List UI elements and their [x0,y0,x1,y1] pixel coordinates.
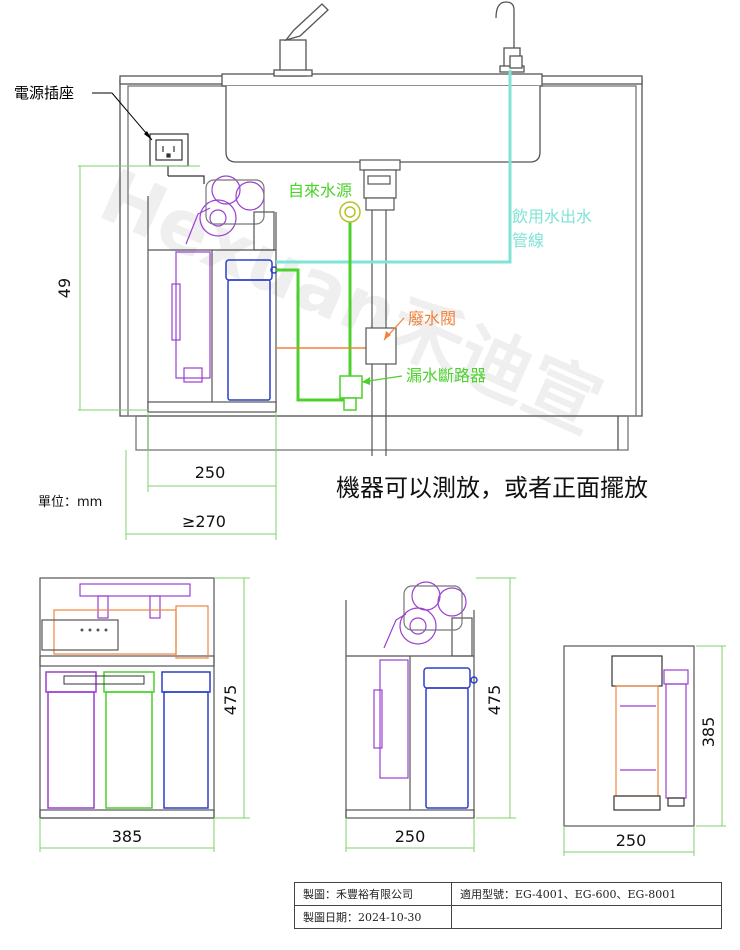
title-block-date: 製圖日期：2024-10-30 [294,905,452,929]
booster-pump [185,175,265,245]
dim-side-width: 250 [395,827,426,846]
dim-top-depth: 385 [699,717,718,748]
dim-top-width: 250 [616,831,647,850]
front-membrane [79,583,191,619]
side-dimensions [345,577,516,852]
side-pump [373,581,467,779]
power-socket-label: 電源插座 [14,84,74,102]
tap-water-valve [339,201,361,223]
top-filters [611,655,689,811]
waste-valve-label: 廢水閥 [408,309,456,328]
front-control-box [41,619,119,651]
title-block-maker: 製圖：禾豐裕有限公司 [294,882,452,906]
title-block-blank [451,905,722,929]
title-block-models: 適用型號：EG-4001、EG-600、EG-8001 [451,882,722,906]
dim-front-width: 385 [112,827,143,846]
leak-breaker [339,375,363,411]
dim-side-height: 475 [485,685,504,716]
blue-filter-main [225,259,278,401]
top-dimensions [563,645,726,856]
ro-unit-frame [147,196,277,413]
post-filter [171,251,211,383]
sink-basin [221,73,543,163]
dimension-lines-main [78,165,277,540]
dim-main-width-min: ≥270 [182,512,226,531]
placement-note: 機器可以測放，或者正面擺放 [336,474,648,502]
drinking-line-label-1: 飲用水出水 [512,207,592,226]
ro-faucet [495,1,525,73]
dim-front-height: 475 [221,685,240,716]
front-pump [53,605,209,659]
unit-label: 單位：mm [38,495,102,510]
control-box [253,211,275,251]
tap-water-label: 自來水源 [288,181,352,200]
faucet [273,3,329,77]
waste-valve [365,327,397,365]
top-view [563,645,695,827]
front-control-dots [80,628,108,632]
dim-main-width: 250 [195,463,226,482]
side-blue-filter [423,667,478,809]
leak-breaker-label: 漏水斷路器 [406,366,486,385]
front-dimensions [39,577,250,852]
drinking-water-pipe [276,70,512,264]
title-block: 製圖：禾豐裕有限公司 適用型號：EG-4001、EG-600、EG-8001 製… [294,882,722,929]
front-view [39,577,215,819]
side-view [345,600,475,819]
front-filters [45,671,211,809]
drinking-line-label-2: 管線 [512,231,544,250]
socket-leader [92,92,153,141]
power-socket [149,133,205,184]
dim-main-height: 49 [55,278,74,298]
